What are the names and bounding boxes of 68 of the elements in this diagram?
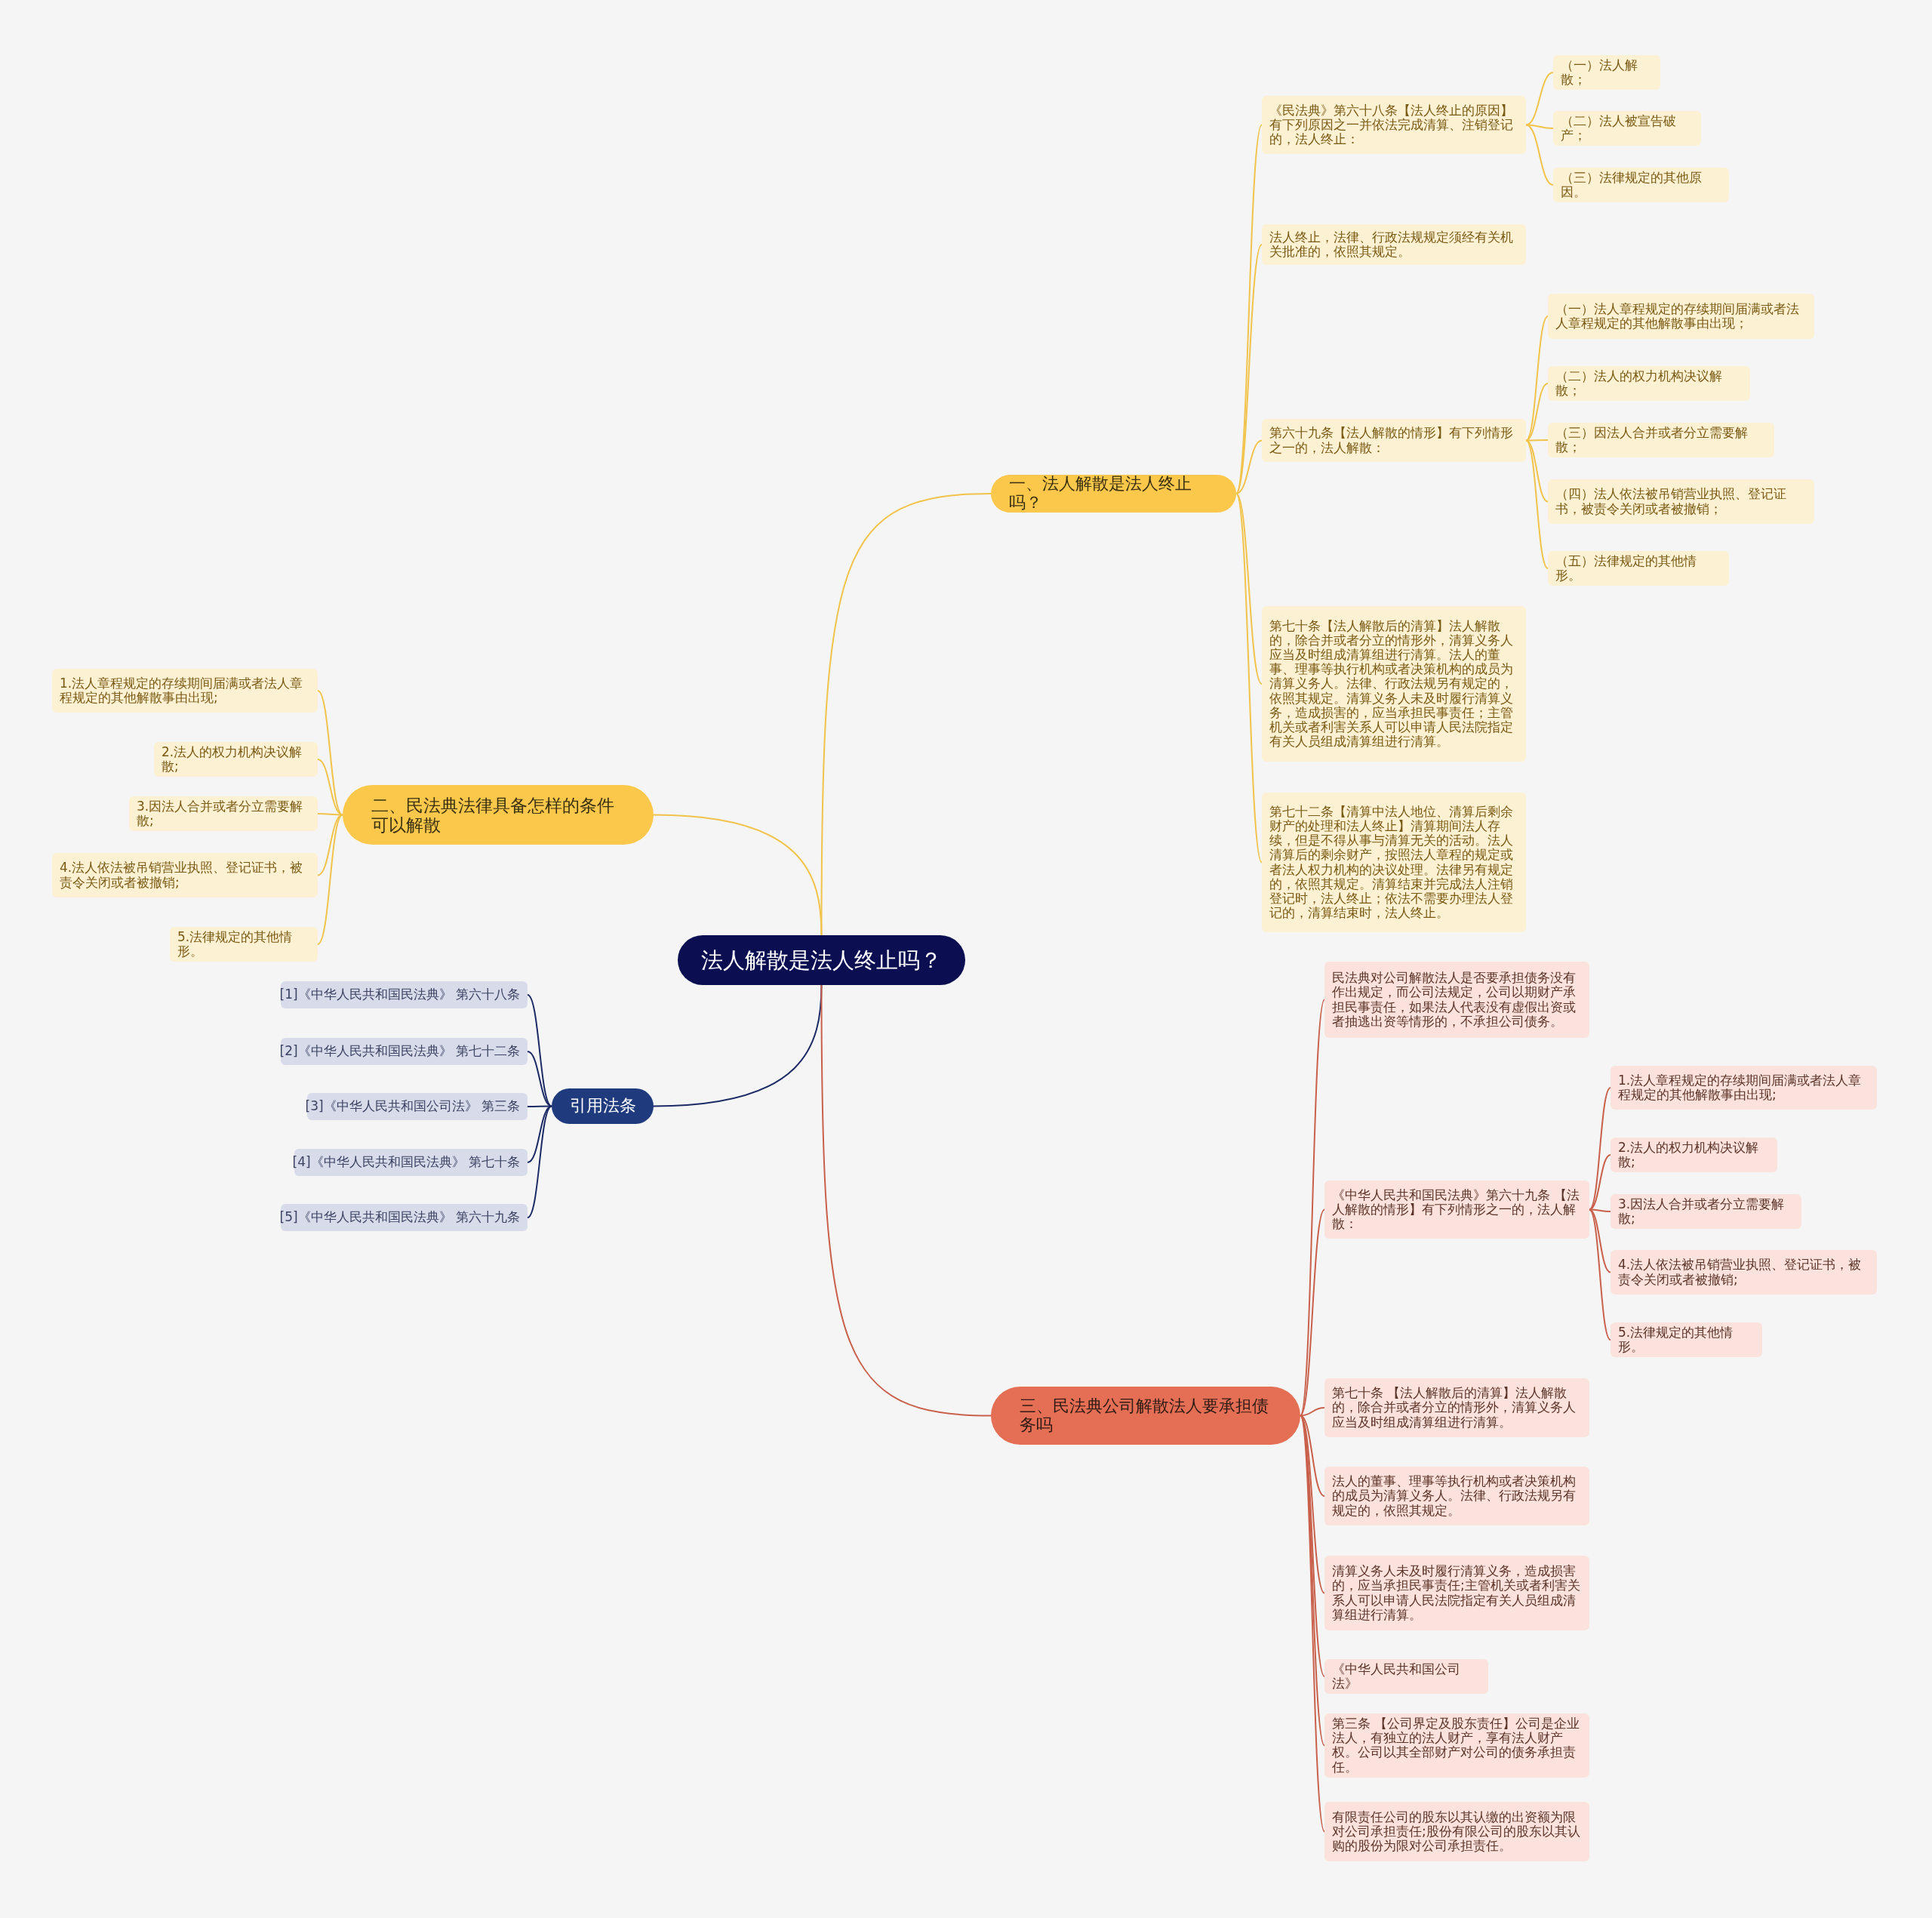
branch-topic: 二、民法典法律具备怎样的条件可以解散 <box>343 785 654 845</box>
note-box: 2.法人的权力机构决议解散; <box>154 742 318 777</box>
citation-box: [4]《中华人民共和国民法典》 第七十条 <box>294 1149 528 1176</box>
connector-line <box>1525 439 1549 442</box>
connector-line <box>1589 1208 1611 1273</box>
note-box: 1.法人章程规定的存续期间届满或者法人章程规定的其他解散事由出现; <box>1611 1066 1877 1110</box>
note-box: 第六十九条【法人解散的情形】有下列情形之一的，法人解散： <box>1262 419 1526 462</box>
note-box: （四）法人依法被吊销营业执照、登记证书，被责令关闭或者被撤销； <box>1548 479 1814 524</box>
note-box: 《中华人民共和国公司法》 <box>1324 1659 1488 1695</box>
note-box: （三）因法人合并或者分立需要解散； <box>1548 423 1774 458</box>
connector-line <box>527 1105 552 1218</box>
central-topic: 法人解散是法人终止吗？ <box>678 935 965 985</box>
connector-line <box>1235 493 1263 685</box>
note-box: （三）法律规定的其他原因。 <box>1553 168 1729 203</box>
connector-line <box>1300 1415 1325 1497</box>
note-box: 2.法人的权力机构决议解散; <box>1611 1138 1777 1173</box>
connector-line <box>1235 124 1263 494</box>
note-box: 3.因法人合并或者分立需要解散; <box>129 796 318 832</box>
connector-line <box>527 1105 552 1163</box>
citation-box: [2]《中华人民共和国民法典》 第七十二条 <box>281 1038 528 1065</box>
note-box: 4.法人依法被吊销营业执照、登记证书，被责令关闭或者被撤销; <box>52 853 318 897</box>
note-box: （一）法人解散； <box>1553 55 1660 91</box>
note-box: 第七十二条【清算中法人地位、清算后剩余财产的处理和法人终止】清算期间法人存续，但是不得从事与清算无关的活动。法人清算后的剩余财产，按照法人章程的规定或者法人权力机构的决议处理。法律另有规定的，依照其规定。清算结束并完成法人注销登记时，法人终止；依法不需要办理法人登记的，清算结束时，法人终止。 <box>1262 793 1526 932</box>
connector-line <box>653 984 823 1107</box>
note-box: 5.法律规定的其他情形。 <box>1611 1322 1762 1358</box>
branch-topic: 引用法条 <box>552 1088 654 1124</box>
connector-line <box>653 814 823 936</box>
connector-line <box>1525 439 1549 569</box>
note-box: （二）法人被宣告破产； <box>1553 111 1701 146</box>
connector-line <box>1235 439 1263 494</box>
connector-line <box>1525 383 1549 442</box>
connector-line <box>820 984 992 1417</box>
connector-line <box>1589 1208 1611 1341</box>
connector-line <box>1300 1407 1325 1417</box>
connector-line <box>317 814 343 945</box>
connector-line <box>1589 1154 1611 1211</box>
note-box: 4.法人依法被吊销营业执照、登记证书，被责令关闭或者被撤销; <box>1611 1250 1877 1295</box>
note-box: 清算义务人未及时履行清算义务，造成损害的，应当承担民事责任;主管机关或者利害关系人可以申请人民法院指定有关人员组成清算组进行清算。 <box>1324 1556 1589 1630</box>
note-box: （一）法人章程规定的存续期间届满或者法人章程规定的其他解散事由出现； <box>1548 294 1814 339</box>
note-box: 3.因法人合并或者分立需要解散; <box>1611 1194 1801 1230</box>
connector-line <box>527 994 552 1107</box>
note-box: 法人的董事、理事等执行机构或者决策机构的成员为清算义务人。法律、行政法规另有规定的，依照其规定。 <box>1324 1467 1589 1525</box>
note-box: 第七十条 【法人解散后的清算】法人解散的，除合并或者分立的情形外，清算义务人应当及时组成清算组进行清算。 <box>1324 1378 1589 1437</box>
connector-line <box>1235 493 1263 864</box>
citation-box: [3]《中华人民共和国公司法》 第三条 <box>307 1093 528 1120</box>
connector-line <box>1525 316 1549 442</box>
connector-line <box>1525 124 1554 186</box>
note-box: 法人终止，法律、行政法规规定须经有关机关批准的，依照其规定。 <box>1262 224 1526 265</box>
note-box: 第七十条【法人解散后的清算】法人解散的，除合并或者分立的情形外，清算义务人应当及时组成清算组进行清算。法人的董事、理事等执行机构或者决策机构的成员为清算义务人。法律、行政法规另有规定的，依照其规定。清算义务人未及时履行清算义务，造成损害的，应当承担民事责任；主管机关或者利害关系人可以申请人民法院指定有关人员组成清算组进行清算。 <box>1262 606 1526 762</box>
connector-line <box>317 690 343 816</box>
note-box: 有限责任公司的股东以其认缴的出资额为限对公司承担责任;股份有限公司的股东以其认购的股份为限对公司承担责任。 <box>1324 1802 1589 1861</box>
note-box: 第三条 【公司界定及股东责任】公司是企业法人，有独立的法人财产，享有法人财产权。公司以其全部财产对公司的债务承担责任。 <box>1324 1713 1589 1778</box>
note-box: （二）法人的权力机构决议解散； <box>1548 366 1750 402</box>
branch-topic: 一、法人解散是法人终止吗？ <box>991 475 1236 513</box>
note-box: 民法典对公司解散法人是否要承担债务没有作出规定，而公司法规定，公司以期财产承担民事责任，如果法人代表没有虚假出资或者抽逃出资等情形的，不承担公司债务。 <box>1324 962 1589 1038</box>
branch-topic: 三、民法典公司解散法人要承担债务吗 <box>991 1387 1300 1445</box>
connector-line <box>1589 1087 1611 1211</box>
connector-line <box>1525 72 1554 126</box>
note-box: 1.法人章程规定的存续期间届满或者法人章程规定的其他解散事由出现; <box>52 669 318 713</box>
connector-line <box>1300 1208 1325 1417</box>
citation-box: [5]《中华人民共和国民法典》 第六十九条 <box>281 1204 528 1231</box>
connector-line <box>1235 244 1263 494</box>
note-box: 5.法律规定的其他情形。 <box>170 927 318 962</box>
note-box: 《中华人民共和国民法典》第六十九条 【法人解散的情形】有下列情形之一的，法人解散： <box>1324 1181 1589 1239</box>
connector-line <box>1525 439 1549 503</box>
note-box: （五）法律规定的其他情形。 <box>1548 551 1729 586</box>
note-box: 《民法典》第六十八条【法人终止的原因】有下列原因之一并依法完成清算、注销登记的，法人终止： <box>1262 96 1526 154</box>
citation-box: [1]《中华人民共和国民法典》 第六十八条 <box>281 981 528 1008</box>
